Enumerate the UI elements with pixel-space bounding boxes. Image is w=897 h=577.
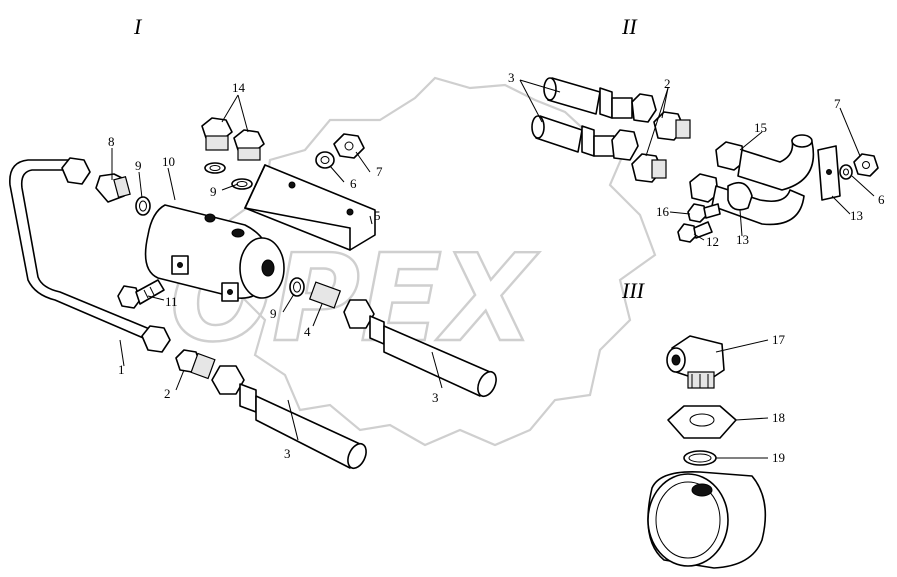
label-10: 10: [162, 154, 175, 169]
label-16: 16: [656, 204, 670, 219]
washer-9-lower: [289, 277, 305, 297]
tube-nut-upper: [61, 157, 91, 185]
label-6-section2: 6: [878, 192, 885, 207]
block-10: [144, 204, 285, 302]
label-2-a: 2: [164, 386, 171, 401]
nut-7-right: [853, 153, 879, 177]
fittings-2-section2: [631, 111, 691, 183]
label-2-section2: 2: [664, 76, 671, 91]
elbow-fitting-17: [666, 335, 725, 389]
label-9-a: 9: [135, 158, 142, 173]
tubes-3-section2: [531, 77, 657, 161]
label-17: 17: [772, 332, 786, 347]
label-8: 8: [108, 134, 115, 149]
tube-1: [9, 157, 171, 353]
section-title-2: II: [621, 14, 638, 39]
label-15: 15: [754, 120, 767, 135]
leader-lines: [111, 79, 875, 459]
label-4: 4: [304, 324, 311, 339]
washer-6-left: [315, 151, 335, 169]
section-title-3: III: [621, 278, 646, 303]
nut-18: [667, 405, 737, 439]
label-9-b: 9: [210, 184, 217, 199]
tube-3-left: [211, 365, 367, 470]
label-12: 12: [706, 234, 719, 249]
fitting-2: [175, 349, 216, 380]
nut-7-left: [333, 133, 365, 159]
bolt-16: [687, 203, 721, 223]
label-7-section2: 7: [834, 96, 841, 111]
bracket-5: [244, 164, 376, 251]
washer-9-left: [135, 196, 151, 216]
bolt-11: [117, 279, 165, 309]
washer-6-right: [839, 164, 853, 180]
label-1: 1: [118, 362, 125, 377]
label-3-b: 3: [432, 390, 439, 405]
section-title-1: I: [133, 14, 143, 39]
washer-9-top-b: [231, 178, 253, 190]
label-14: 14: [232, 80, 246, 95]
label-19: 19: [772, 450, 785, 465]
label-13-a: 13: [850, 208, 863, 223]
fitting-4: [308, 281, 342, 309]
label-11: 11: [165, 294, 178, 309]
label-3-a: 3: [284, 446, 291, 461]
label-6-a: 6: [350, 176, 357, 191]
fittings-14: [201, 117, 265, 161]
washer-19: [683, 450, 717, 466]
label-13-b: 13: [736, 232, 749, 247]
clamps-13: [727, 145, 841, 211]
label-7-a: 7: [376, 164, 383, 179]
label-3-section2: 3: [508, 70, 515, 85]
label-5: 5: [374, 208, 381, 223]
tube-3-right: [343, 299, 497, 398]
ring-boss: [647, 471, 767, 569]
label-9-c: 9: [270, 306, 277, 321]
tube-nut-lower: [141, 325, 171, 353]
label-18: 18: [772, 410, 785, 425]
washer-9-top-a: [204, 162, 226, 174]
bolt-12: [677, 221, 713, 243]
fitting-8: [95, 173, 131, 203]
